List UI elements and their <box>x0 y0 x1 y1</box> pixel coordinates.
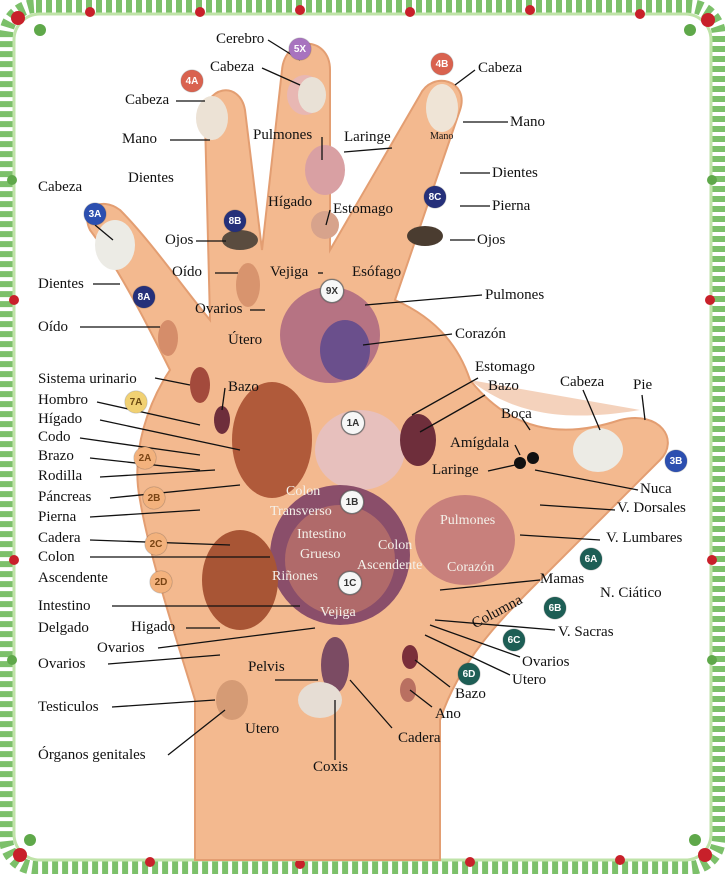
label-cabeza-thumb: Cabeza <box>560 375 604 390</box>
label-organos-genitales: Órganos genitales <box>38 748 146 763</box>
label-pierna-8c: Pierna <box>492 199 530 214</box>
badge-2b: 2B <box>143 487 165 509</box>
label-esofago: Esófago <box>352 265 401 280</box>
badge-2d: 2D <box>150 571 172 593</box>
badge-4a: 4A <box>181 70 203 92</box>
label-colon-transverso-2: Transverso <box>270 505 332 519</box>
label-ano: Ano <box>435 707 461 722</box>
label-rodilla: Rodilla <box>38 469 82 484</box>
label-utero-low: Utero <box>245 722 279 737</box>
label-ojos-8c: Ojos <box>477 233 505 248</box>
badge-7a: 7A <box>125 391 147 413</box>
label-cabeza-5x: Cabeza <box>210 60 254 75</box>
label-cadera-low: Cadera <box>398 731 440 746</box>
label-ovarios-top: Ovarios <box>195 302 243 317</box>
label-pulmones-in: Pulmones <box>440 514 495 528</box>
badge-1a: 1A <box>341 411 365 435</box>
label-cadera-left: Cadera <box>38 531 80 546</box>
label-cabeza-3a: Cabeza <box>38 180 82 195</box>
label-cerebro: Cerebro <box>216 32 264 47</box>
badge-8c: 8C <box>424 186 446 208</box>
label-bazo-low: Bazo <box>455 687 486 702</box>
label-boca: Boca <box>501 407 532 422</box>
label-pancreas: Páncreas <box>38 490 91 505</box>
badge-6d: 6D <box>458 663 480 685</box>
label-rinones: Riñones <box>272 570 318 584</box>
label-intestino: Intestino <box>38 599 91 614</box>
badge-2a: 2A <box>134 447 156 469</box>
label-ascendente-left: Ascendente <box>38 571 108 586</box>
label-ovarios-left: Ovarios <box>38 657 86 672</box>
label-amigdala: Amígdala <box>450 436 509 451</box>
label-corazon-in: Corazón <box>447 561 494 575</box>
label-laringe-thumb: Laringe <box>432 463 479 478</box>
label-nuca: Nuca <box>640 482 672 497</box>
badge-1c: 1C <box>338 571 362 595</box>
label-corazon-top: Corazón <box>455 327 506 342</box>
label-intestino-grueso-1: Intestino <box>297 528 346 542</box>
badge-6b: 6B <box>544 597 566 619</box>
badge-3a: 3A <box>84 203 106 225</box>
label-mano-4a: Mano <box>122 132 157 147</box>
label-pelvis: Pelvis <box>248 660 285 675</box>
label-v-lumbares: V. Lumbares <box>606 531 682 546</box>
badge-6c: 6C <box>503 629 525 651</box>
badge-8a: 8A <box>133 286 155 308</box>
label-colon-transverso-1: Colon <box>286 485 320 499</box>
label-dientes-4b: Dientes <box>492 166 538 181</box>
label-colon-asc-2: Ascendente <box>357 559 422 573</box>
label-vejiga-top: Vejiga <box>270 265 308 280</box>
label-bazo-left: Bazo <box>228 380 259 395</box>
label-cabeza-4a: Cabeza <box>125 93 169 108</box>
label-laringe-top: Laringe <box>344 130 391 145</box>
badge-8b: 8B <box>224 210 246 232</box>
label-mano-4b: Mano <box>510 115 545 130</box>
badge-5x: 5X <box>289 38 311 60</box>
label-oido-3a: Oído <box>38 320 68 335</box>
label-sistema-urinario: Sistema urinario <box>38 372 137 387</box>
label-ovarios-right: Ovarios <box>522 655 570 670</box>
label-higado-low: Higado <box>131 620 175 635</box>
label-pulmones-right: Pulmones <box>485 288 544 303</box>
badge-4b: 4B <box>431 53 453 75</box>
label-pulmones-top: Pulmones <box>253 128 312 143</box>
label-intestino-grueso-2: Grueso <box>300 548 340 562</box>
label-ojos-8b: Ojos <box>165 233 193 248</box>
label-bazo-right: Bazo <box>488 379 519 394</box>
label-pierna-left: Pierna <box>38 510 76 525</box>
label-v-dorsales: V. Dorsales <box>617 501 686 516</box>
label-ovarios-low: Ovarios <box>97 641 145 656</box>
label-dientes-3a: Dientes <box>38 277 84 292</box>
label-coxis: Coxis <box>313 760 348 775</box>
label-codo: Codo <box>38 430 71 445</box>
label-utero-top: Útero <box>228 333 262 348</box>
label-higado-left: Hígado <box>38 412 82 427</box>
badge-9x: 9X <box>320 279 344 303</box>
label-colon-asc-1: Colon <box>378 539 412 553</box>
label-delgado: Delgado <box>38 621 89 636</box>
label-cabeza-4b: Cabeza <box>478 61 522 76</box>
badge-1b: 1B <box>340 490 364 514</box>
label-pie: Pie <box>633 378 652 393</box>
label-oido-8b: Oído <box>172 265 202 280</box>
label-dientes-4a: Dientes <box>128 171 174 186</box>
label-higado-top: Hígado <box>268 195 312 210</box>
label-mano-small: Mano <box>430 132 453 142</box>
badge-2c: 2C <box>145 533 167 555</box>
label-estomago-right: Estomago <box>475 360 535 375</box>
label-testiculos: Testiculos <box>38 700 99 715</box>
badge-3b: 3B <box>665 450 687 472</box>
label-mamas: Mamas <box>540 572 584 587</box>
label-brazo: Brazo <box>38 449 74 464</box>
label-n-ciatico: N. Ciático <box>600 586 662 601</box>
label-utero-right: Utero <box>512 673 546 688</box>
label-hombro: Hombro <box>38 393 88 408</box>
label-v-sacras: V. Sacras <box>558 625 614 640</box>
label-estomago-top: Estomago <box>333 202 393 217</box>
label-colon-left: Colon <box>38 550 75 565</box>
label-vejiga-in: Vejiga <box>320 606 356 620</box>
badge-6a: 6A <box>580 548 602 570</box>
